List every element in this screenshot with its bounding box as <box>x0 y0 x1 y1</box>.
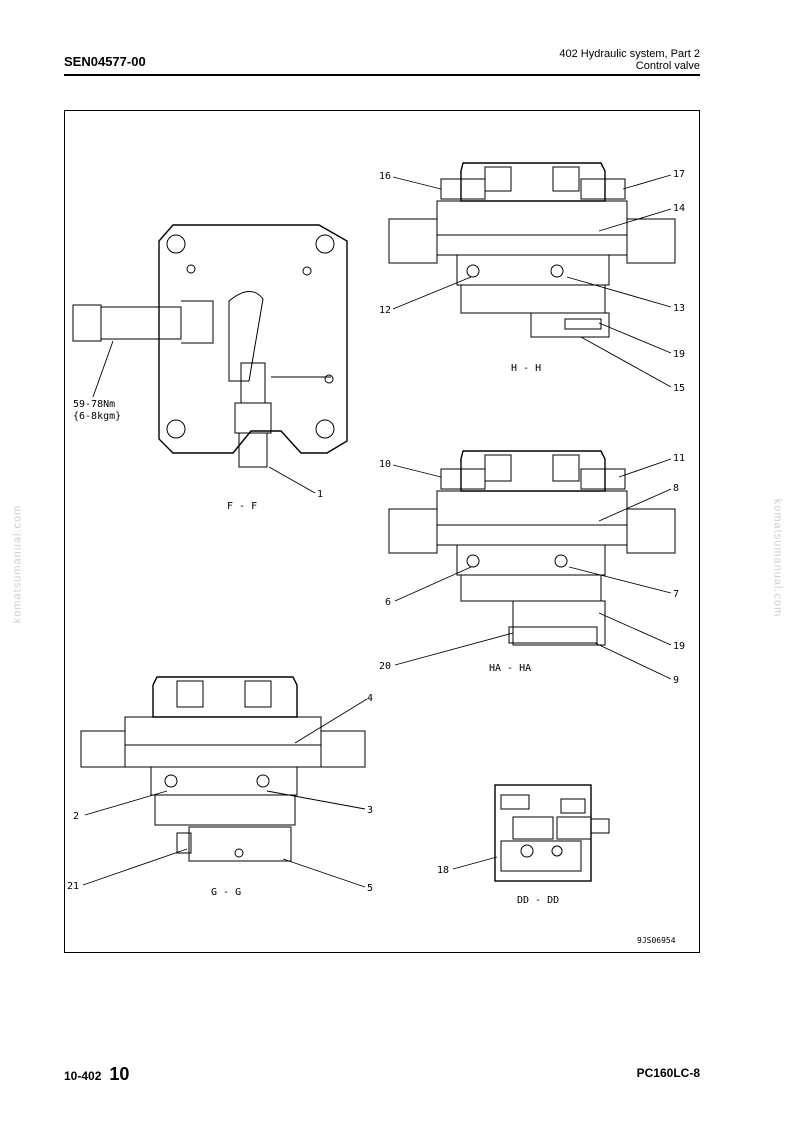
page-number: 10-402 10 <box>64 1064 129 1085</box>
section-title-line2: Control valve <box>635 60 700 72</box>
view-label-dddd: DD - DD <box>517 895 559 906</box>
section-haha-drawing <box>388 450 676 646</box>
callout-19-lower: 19 <box>673 641 685 652</box>
callout-12: 12 <box>379 305 391 316</box>
callout-8: 8 <box>673 483 679 494</box>
callout-19-upper: 19 <box>673 349 685 360</box>
callout-9: 9 <box>673 675 679 686</box>
section-ff-drawing <box>72 224 348 468</box>
callout-4: 4 <box>367 693 373 704</box>
callout-2: 2 <box>73 811 79 822</box>
figure-code: 9JS06954 <box>637 936 676 945</box>
view-label-ff: F - F <box>227 501 257 512</box>
callout-16: 16 <box>379 171 391 182</box>
torque-value-kgm: {6-8kgm} <box>73 411 121 422</box>
header-rule <box>64 74 700 76</box>
callout-15: 15 <box>673 383 685 394</box>
callout-11: 11 <box>673 453 685 464</box>
document-code: SEN04577-00 <box>64 54 146 69</box>
section-gg-drawing <box>80 676 366 862</box>
callout-7: 7 <box>673 589 679 600</box>
view-label-haha: HA - HA <box>489 663 531 674</box>
section-hh-drawing <box>388 162 676 338</box>
callout-3: 3 <box>367 805 373 816</box>
callout-10: 10 <box>379 459 391 470</box>
section-title-line1: 402 Hydraulic system, Part 2 <box>559 48 700 60</box>
watermark-left: komatsumanual.com <box>11 504 24 624</box>
callout-13: 13 <box>673 303 685 314</box>
page-number-large: 10 <box>109 1064 130 1084</box>
section-title: 402 Hydraulic system, Part 2 Control val… <box>559 48 700 72</box>
view-label-gg: G - G <box>211 887 241 898</box>
figure-frame: F - F 59-78Nm {6-8kgm} 1 H - H 16 17 14 … <box>64 110 700 953</box>
callout-21: 21 <box>67 881 79 892</box>
page-prefix: 10-402 <box>64 1069 102 1083</box>
model-name: PC160LC-8 <box>636 1066 700 1080</box>
callout-14: 14 <box>673 203 685 214</box>
callout-18: 18 <box>437 865 449 876</box>
torque-value: 59-78Nm <box>73 399 115 410</box>
callout-17: 17 <box>673 169 685 180</box>
callout-5: 5 <box>367 883 373 894</box>
callout-1: 1 <box>317 489 323 500</box>
view-label-hh: H - H <box>511 363 541 374</box>
callout-6: 6 <box>385 597 391 608</box>
control-valve-drawing: F - F 59-78Nm {6-8kgm} 1 H - H 16 17 14 … <box>67 162 685 945</box>
watermark-right: komatsumanual.com <box>771 498 784 618</box>
section-dddd-drawing <box>494 784 610 882</box>
callout-20: 20 <box>379 661 391 672</box>
